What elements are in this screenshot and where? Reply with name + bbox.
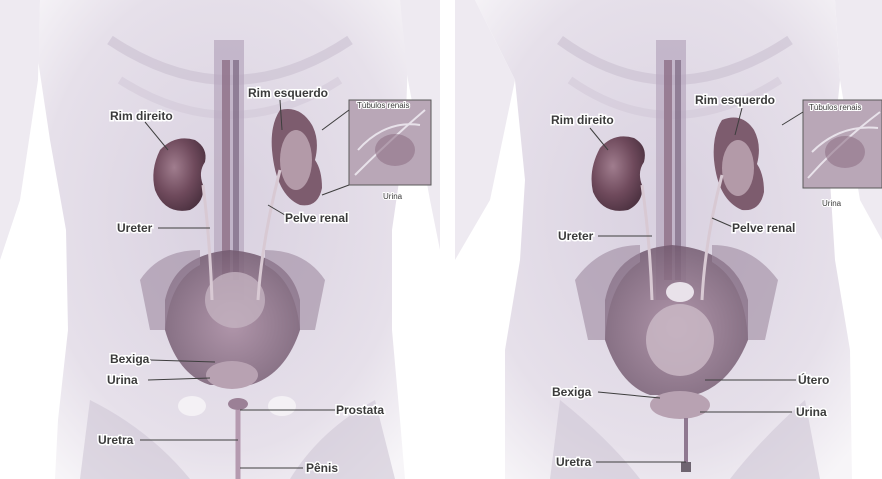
label-male-urina-inset: Urina [383,192,403,201]
label-male-tubulos-renais: Túbulos renais [357,101,409,110]
male-right-kidney [153,138,205,210]
male-left-arm [0,0,40,260]
label-male-prostata: Prostata [336,403,384,417]
label-male-ureter: Ureter [117,221,153,235]
label-male-rim-direito: Rim direito [110,109,173,123]
label-male-penis: Pênis [306,461,338,475]
label-male-bexiga: Bexiga [110,352,150,366]
label-male-uretra: Uretra [98,433,134,447]
label-male-urina: Urina [107,373,138,387]
label-male-pelve-renal: Pelve renal [285,211,348,225]
label-female-rim-direito: Rim direito [551,113,614,127]
label-female-pelve-renal: Pelve renal [732,221,795,235]
label-female-rim-esquerdo: Rim esquerdo [695,93,775,107]
label-female-bexiga: Bexiga [552,385,592,399]
male-tubule-inset [349,100,431,185]
label-female-tubulos-renais: Túbulos renais [809,103,861,112]
label-female-ureter: Ureter [558,229,594,243]
label-female-uretra: Uretra [556,455,592,469]
female-uterus [646,304,714,376]
female-bladder [650,391,710,419]
female-tubule-inset [803,100,882,188]
label-male-rim-esquerdo: Rim esquerdo [248,86,328,100]
label-female-utero: Útero [798,372,829,387]
label-female-urina: Urina [796,405,827,419]
label-female-urina-inset: Urina [822,199,842,208]
male-bladder [206,361,258,389]
